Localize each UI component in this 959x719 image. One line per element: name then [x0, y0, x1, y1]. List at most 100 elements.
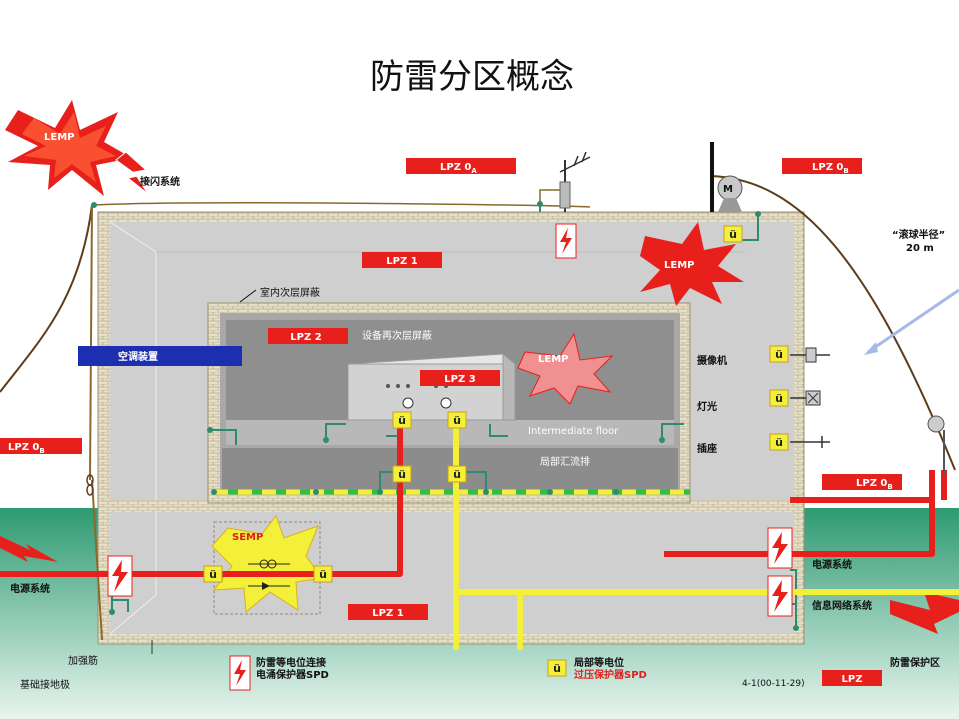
- svg-text:LPZ 1: LPZ 1: [372, 608, 403, 619]
- rolling-sphere-arc-left: [0, 204, 93, 393]
- svg-text:ü: ü: [775, 348, 783, 361]
- device-camera-icon: [790, 347, 830, 363]
- svg-text:ü: ü: [319, 568, 327, 581]
- svg-text:LPZ 0B: LPZ 0B: [856, 478, 893, 491]
- svg-text:LPZ 2: LPZ 2: [290, 332, 321, 343]
- svg-text:LPZ 0B: LPZ 0B: [8, 442, 45, 455]
- bonding-spd-antenna: [555, 223, 577, 259]
- lemp-burst-inner: LEMP: [517, 332, 614, 405]
- zone-tag-lpz0b-right: LPZ 0B: [822, 474, 902, 491]
- lightning-bolt-right-icon: [890, 592, 959, 634]
- zone-tag-lpz1-top: LPZ 1: [362, 252, 442, 268]
- bonding-spd-power-left: [107, 555, 133, 597]
- legend-lpz-tag: LPZ: [822, 670, 882, 686]
- rebar-label: 加强筋: [68, 654, 98, 667]
- zone-tag-lpz1-bottom: LPZ 1: [348, 604, 428, 620]
- connector-icon: [440, 397, 452, 409]
- device-socket-icon: [790, 436, 830, 448]
- spd-box: ü: [769, 433, 789, 451]
- svg-text:LEMP: LEMP: [664, 260, 694, 271]
- down-conductor-lower: [91, 479, 103, 641]
- svg-text:ü: ü: [775, 436, 783, 449]
- device-light-icon: [790, 390, 821, 406]
- local-busbar-label: 局部汇流排: [540, 455, 590, 468]
- legend-lpz-desc: 防雷保护区: [890, 656, 940, 669]
- zone-tag-lpz0a: LPZ 0A: [406, 158, 516, 175]
- svg-text:M: M: [723, 184, 733, 195]
- sphere-pointer-arrow: [867, 288, 959, 354]
- svg-text:ü: ü: [398, 414, 406, 427]
- svg-text:LEMP: LEMP: [538, 354, 568, 365]
- power-right-label: 电源系统: [812, 558, 852, 571]
- legend-local-spd: ü 局部等电位 过压保护器SPD: [547, 656, 647, 681]
- semp-burst: SEMP: [211, 514, 323, 615]
- rolling-sphere-arc-right: [711, 175, 956, 471]
- lightning-bolt-icon: [115, 151, 149, 195]
- svg-text:LEMP: LEMP: [44, 132, 74, 143]
- spd-box: ü: [769, 389, 789, 407]
- spd-box: ü: [447, 465, 467, 483]
- svg-text:ü: ü: [775, 392, 783, 405]
- camera-label: 摄像机: [697, 354, 727, 367]
- svg-text:ü: ü: [398, 468, 406, 481]
- spd-box: ü: [392, 411, 412, 429]
- equipment-shield-label: 设备再次层屏蔽: [362, 329, 432, 342]
- svg-text:ü: ü: [453, 468, 461, 481]
- aircon-duct: [78, 346, 242, 366]
- svg-text:ü: ü: [553, 662, 561, 675]
- light-label: 灯光: [697, 400, 717, 413]
- spd-box: ü: [313, 565, 333, 583]
- signal-line-yellow: [453, 420, 959, 650]
- svg-text:LPZ 0A: LPZ 0A: [440, 162, 477, 175]
- svg-text:LPZ 1: LPZ 1: [386, 256, 417, 267]
- zone-tag-lpz0b-left: LPZ 0B: [0, 438, 82, 455]
- connector-icon: [402, 397, 414, 409]
- lemp-burst-top-left: LEMP: [5, 100, 132, 196]
- lightning-bolt-left-icon: [0, 536, 58, 562]
- signal-network-label: 信息网络系统: [812, 599, 872, 612]
- power-left-label: 电源系统: [10, 582, 50, 595]
- socket-label: 插座: [697, 442, 717, 455]
- svg-text:局部等电位: 局部等电位: [573, 656, 624, 669]
- roof-conductor: [91, 202, 591, 208]
- antenna-icon: [539, 151, 591, 212]
- svg-text:LPZ 0B: LPZ 0B: [812, 162, 849, 175]
- svg-text:ü: ü: [209, 568, 217, 581]
- intermediate-floor-label: Intermediate floor: [528, 426, 619, 437]
- svg-text:ü: ü: [729, 228, 737, 241]
- spd-box: ü: [392, 465, 412, 483]
- bonding-spd-signal-right: [767, 575, 793, 617]
- page-title: 防雷分区概念: [370, 57, 574, 97]
- down-conductor-left: [89, 204, 93, 481]
- spd-box: ü: [723, 225, 743, 243]
- test-joint-icon: [86, 474, 94, 496]
- aircon-label: 空调装置: [118, 350, 158, 363]
- svg-text:防雷等电位连接: 防雷等电位连接: [256, 656, 326, 669]
- indoor-shield-label: 室内次层屏蔽: [260, 286, 320, 299]
- svg-text:LPZ 3: LPZ 3: [444, 374, 475, 385]
- arrow-head-icon: [864, 342, 878, 355]
- zone-tag-lpz3: LPZ 3: [420, 370, 500, 386]
- svg-text:SEMP: SEMP: [232, 532, 263, 543]
- svg-text:LPZ: LPZ: [842, 674, 863, 685]
- bonding-nodes: [91, 201, 799, 631]
- zone-tag-lpz2: LPZ 2: [268, 328, 348, 344]
- foundation-label: 基础接地极: [20, 678, 70, 691]
- motor-icon: M: [717, 175, 743, 212]
- footer-code: 4-1(00-11-29): [742, 679, 805, 689]
- lemp-burst-right: LEMP: [640, 222, 744, 306]
- bonding-spd-power-right: [767, 527, 793, 569]
- spd-box: ü: [203, 565, 223, 583]
- lamp-post-icon: [927, 415, 945, 475]
- zone-tag-lpz0b-top: LPZ 0B: [782, 158, 862, 175]
- rolling-sphere-label: “滚球半径”: [892, 228, 945, 241]
- spd-box: ü: [447, 411, 467, 429]
- legend-bonding-spd: 防雷等电位连接 电涌保护器SPD: [229, 655, 329, 691]
- svg-text:电涌保护器SPD: 电涌保护器SPD: [256, 668, 329, 681]
- svg-text:过压保护器SPD: 过压保护器SPD: [574, 668, 647, 681]
- spd-box: ü: [769, 345, 789, 363]
- equipment-cabinet: [346, 352, 517, 421]
- lightning-system-label: 接闪系统: [140, 175, 180, 188]
- rolling-radius-label: 20 m: [906, 243, 934, 254]
